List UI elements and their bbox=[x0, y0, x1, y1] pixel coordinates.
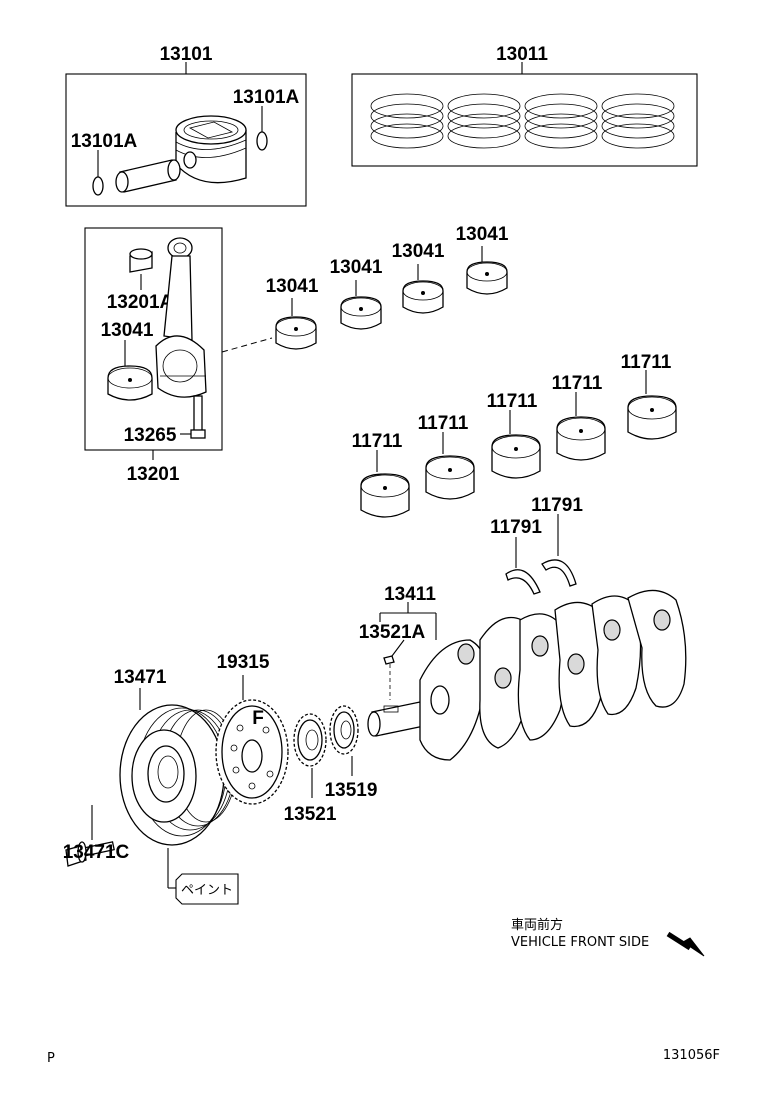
label-pulley: 13471 bbox=[114, 667, 167, 688]
bearing-2-icon bbox=[340, 296, 382, 330]
conrod-bearings-group: 13041 13041 13041 13041 bbox=[266, 224, 509, 350]
front-direction-note: 車両前方 VEHICLE FRONT SIDE bbox=[511, 917, 705, 957]
thrust-washer-2-icon bbox=[541, 559, 577, 587]
ring-set-1-icon bbox=[370, 93, 444, 149]
pin-clip-right-icon bbox=[256, 131, 268, 151]
conrod-icon bbox=[155, 237, 207, 398]
label-bearing-4: 13041 bbox=[456, 224, 509, 245]
label-conrod-bolt: 13265 bbox=[124, 425, 177, 446]
paint-tag-text: ペイント bbox=[181, 883, 233, 898]
conrod-bushing-icon bbox=[129, 248, 153, 273]
conrod-bolt-icon bbox=[190, 395, 206, 439]
crank-sprocket-icon bbox=[293, 713, 327, 767]
front-note-en: VEHICLE FRONT SIDE bbox=[511, 935, 649, 950]
label-conrod-bushing: 13201A bbox=[107, 292, 174, 313]
label-bearing-2: 13041 bbox=[330, 257, 383, 278]
label-crankshaft: 13411 bbox=[384, 584, 436, 605]
conrod-bearing-icon bbox=[107, 365, 153, 401]
crankshaft-icon bbox=[367, 589, 687, 761]
crank-pulley-icon bbox=[119, 704, 237, 846]
main-bearing-4-icon bbox=[556, 416, 606, 461]
plate-mark: F bbox=[252, 708, 264, 729]
ring-set-3-icon bbox=[524, 93, 598, 149]
label-key: 13521A bbox=[359, 622, 426, 643]
main-bearings-group: 11711 11711 11711 11711 11711 bbox=[352, 352, 677, 518]
label-piston: 13101 bbox=[160, 44, 213, 65]
label-bearing-3: 13041 bbox=[392, 241, 445, 262]
crank-key-icon bbox=[383, 655, 395, 665]
thrust-washer-1-icon bbox=[505, 569, 541, 595]
front-note-jp: 車両前方 bbox=[511, 917, 563, 933]
main-bearing-1-icon bbox=[360, 473, 410, 518]
label-main-bearing-5: 11711 bbox=[621, 352, 672, 373]
corner-mark: P bbox=[47, 1051, 55, 1066]
label-conrod-assembly: 13201 bbox=[127, 464, 180, 485]
ring-set-2-icon bbox=[447, 93, 521, 149]
pulley-group: 13471 13471C ペイント bbox=[63, 667, 239, 905]
label-main-bearing-4: 11711 bbox=[552, 373, 603, 394]
crankshaft-group: 13521A 13411 bbox=[359, 584, 687, 761]
label-thrust-washer-2: 11791 bbox=[531, 495, 583, 516]
main-bearing-2-icon bbox=[425, 455, 475, 500]
label-main-bearing-2: 11711 bbox=[418, 413, 469, 434]
rings-group: 13011 bbox=[351, 44, 698, 167]
label-timing-plate: 19315 bbox=[217, 652, 270, 673]
pulley-bolt-icon bbox=[65, 841, 115, 867]
bearing-1-icon bbox=[275, 316, 317, 350]
thrust-washers-group: 11791 11791 bbox=[490, 495, 583, 595]
bearing-3-icon bbox=[402, 280, 444, 314]
label-pin-clip-left: 13101A bbox=[71, 131, 138, 152]
main-bearing-3-icon bbox=[491, 434, 541, 479]
label-pin-clip-right: 13101A bbox=[233, 87, 300, 108]
timing-plate-icon: F bbox=[215, 699, 289, 805]
label-main-bearing-3: 11711 bbox=[487, 391, 538, 412]
timing-group: F 19315 13521 13519 bbox=[215, 652, 378, 825]
piston-group: 13101 13101A 13101A bbox=[65, 44, 307, 207]
label-main-bearing-1: 11711 bbox=[352, 431, 403, 452]
conrod-group: 13201 13201A 13041 bbox=[84, 227, 273, 485]
label-pulley-bolt: 13471C bbox=[63, 842, 130, 863]
label-crank-gear: 13519 bbox=[325, 780, 378, 801]
crank-gear-icon bbox=[329, 705, 359, 755]
pin-clip-left-icon bbox=[92, 176, 104, 196]
front-arrow-icon bbox=[666, 931, 705, 957]
rings-box bbox=[351, 73, 698, 167]
label-thrust-washer-1: 11791 bbox=[490, 517, 542, 538]
bearing-4-icon bbox=[466, 261, 508, 295]
label-conrod-bearing-box: 13041 bbox=[101, 320, 154, 341]
diagram-id: 131056F bbox=[663, 1048, 720, 1063]
piston-icon bbox=[175, 115, 247, 184]
ring-set-4-icon bbox=[601, 93, 675, 149]
label-bearing-1: 13041 bbox=[266, 276, 319, 297]
label-rings: 13011 bbox=[496, 44, 548, 65]
label-crank-sprocket: 13521 bbox=[284, 804, 337, 825]
paint-tag bbox=[175, 873, 239, 905]
piston-pin-icon bbox=[115, 159, 181, 193]
main-bearing-5-icon bbox=[627, 395, 677, 440]
